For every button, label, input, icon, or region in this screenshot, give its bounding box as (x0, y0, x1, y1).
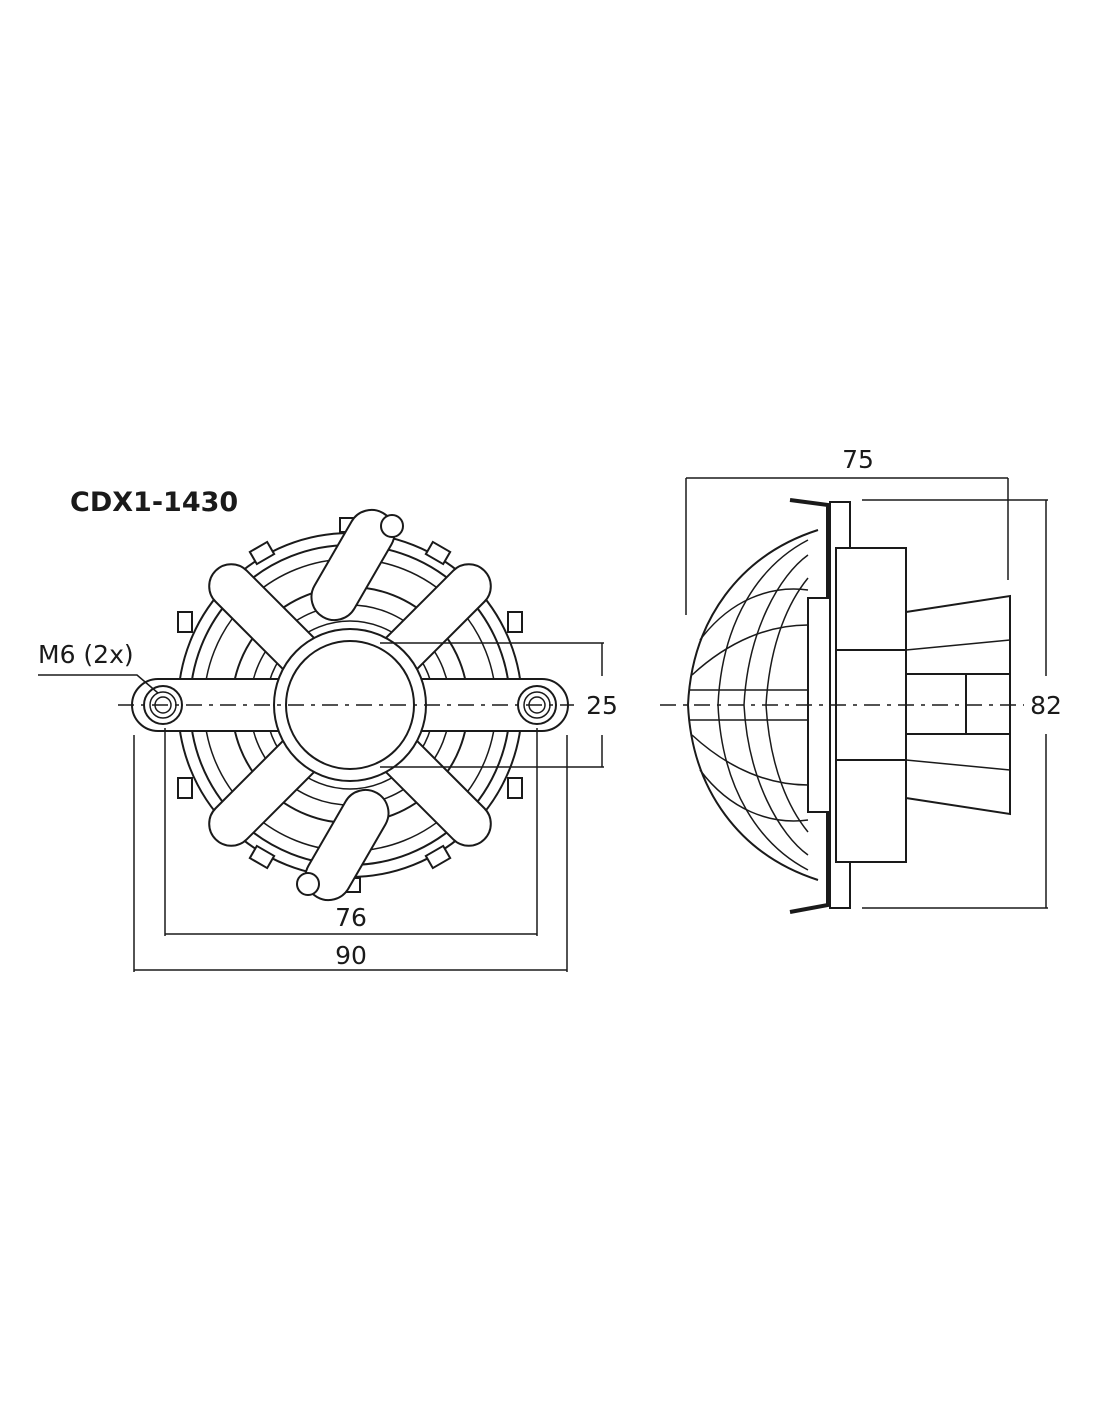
dim-76-label: 76 (335, 903, 367, 932)
thread-label: M6 (2x) (38, 640, 134, 669)
front-lugs (296, 508, 404, 902)
side-dome (686, 529, 819, 881)
front-view (118, 508, 574, 902)
side-view (660, 498, 1024, 914)
front-dimensions (38, 642, 604, 972)
dim-25-label: 25 (586, 691, 618, 720)
dim-90-label: 90 (335, 941, 367, 970)
model-title: CDX1-1430 (70, 487, 238, 518)
side-dimensions (685, 477, 1048, 909)
front-throat (273, 628, 427, 782)
dim-75-label: 75 (842, 445, 874, 474)
side-magnet (835, 547, 907, 863)
dim-82-label: 82 (1030, 691, 1062, 720)
